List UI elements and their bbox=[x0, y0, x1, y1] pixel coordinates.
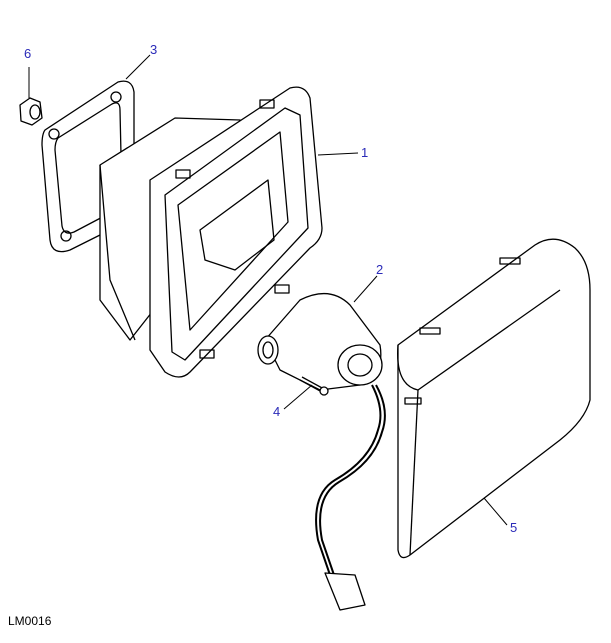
callout-2: 2 bbox=[376, 262, 384, 277]
callout-3: 3 bbox=[150, 42, 158, 57]
nut-part bbox=[19, 97, 43, 126]
cover-part bbox=[397, 238, 591, 559]
callout-5: 5 bbox=[510, 520, 518, 535]
housing-part bbox=[99, 86, 323, 378]
callout-4: 4 bbox=[273, 404, 281, 419]
leader-lines bbox=[28, 54, 508, 526]
callout-1: 1 bbox=[361, 145, 369, 160]
blower-motor-part bbox=[257, 293, 386, 611]
diagram-code: LM0016 bbox=[8, 614, 52, 628]
callout-6: 6 bbox=[24, 46, 32, 61]
